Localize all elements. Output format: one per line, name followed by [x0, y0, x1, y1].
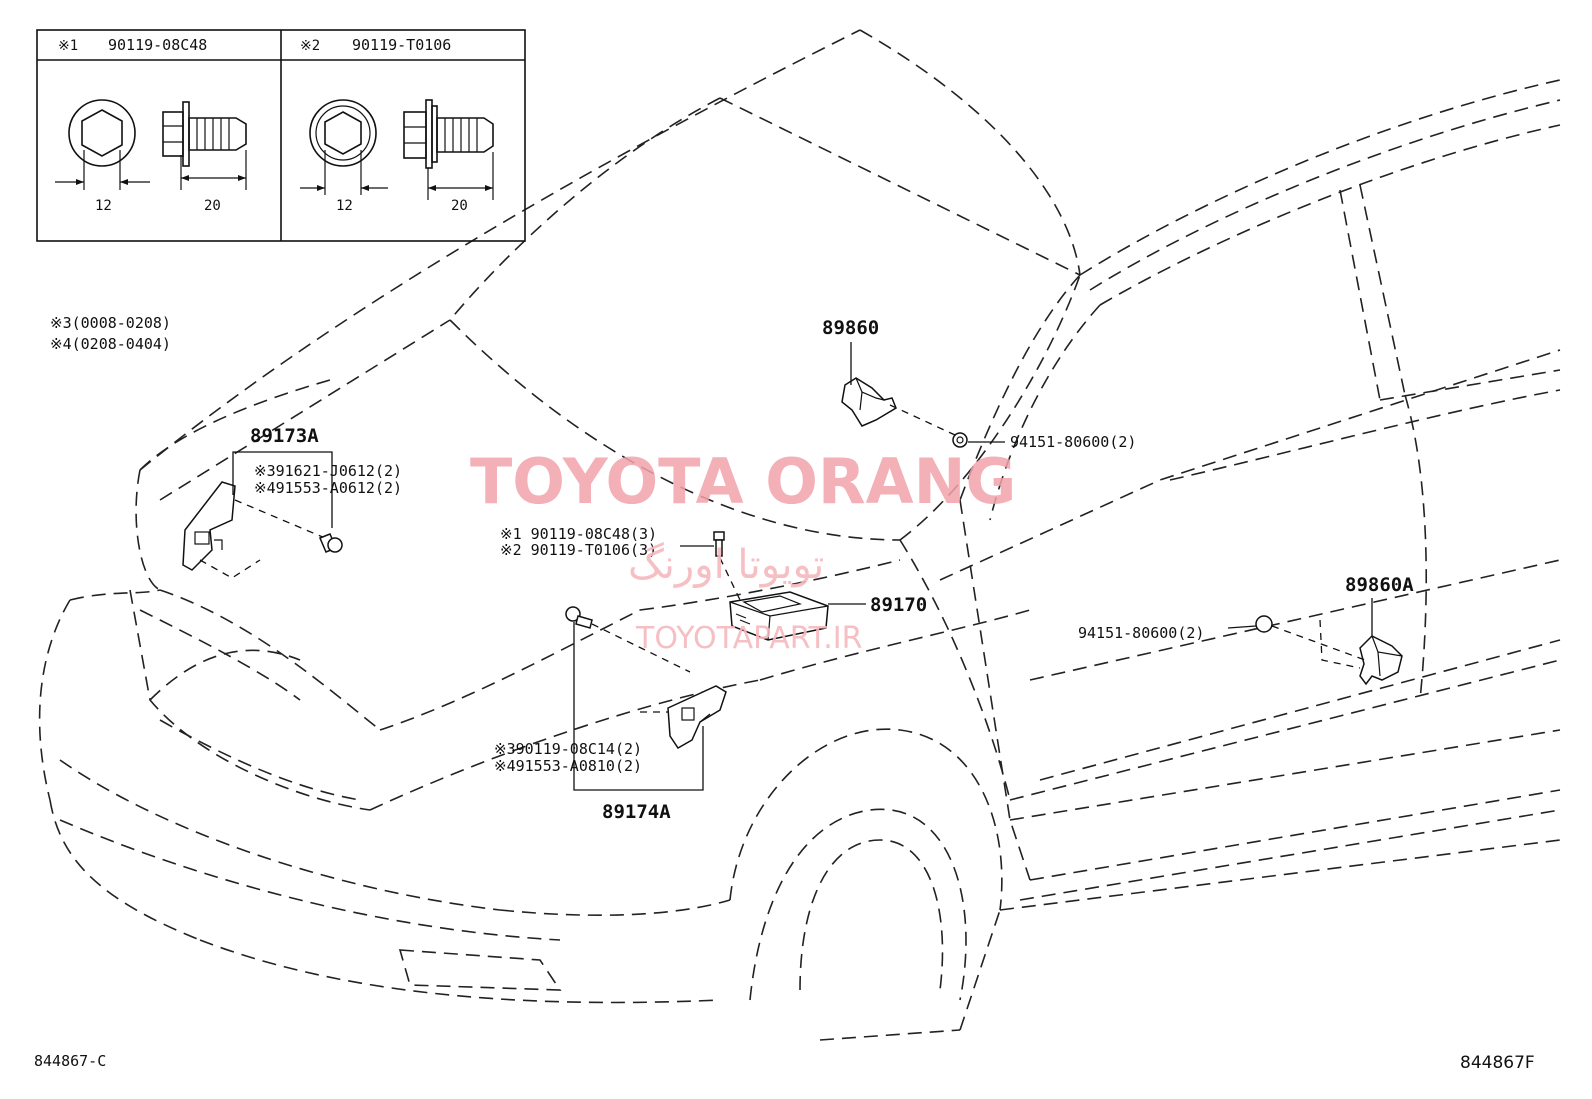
callout-89170: 89170 — [870, 594, 927, 616]
dim-width-2: 12 — [336, 198, 353, 214]
leader-89860a-nut — [1227, 625, 1257, 629]
callout-89860: 89860 — [822, 317, 879, 339]
airbag-ecu-89170 — [729, 591, 829, 641]
footer-right-code: 844867F — [1460, 1053, 1535, 1073]
hex-bolt-head-icon — [55, 99, 150, 190]
callout-89174a-bolt3: ※390119-08C14(2) — [494, 740, 642, 758]
footer-left-code: 844867-C — [34, 1052, 106, 1070]
callout-89860a-nut: 94151-80600(2) — [1078, 624, 1204, 642]
callout-89174a-bolt4: ※491553-A0810(2) — [494, 757, 642, 775]
flange-bolt-side-icon-2 — [403, 99, 494, 200]
sensor-89173a — [182, 481, 326, 579]
leader-89174a — [573, 622, 704, 791]
hex-bolt-head-icon-2 — [300, 99, 388, 195]
table-part-no-2: 90119-T0106 — [352, 36, 451, 54]
note-3: ※3(0008-0208) — [50, 314, 171, 332]
callout-89860-nut: 94151-80600(2) — [1010, 433, 1136, 451]
sensor-89860a — [1359, 635, 1403, 686]
leader-89173a — [232, 451, 333, 528]
watermark-url: TOYOTAPART.IR — [635, 621, 862, 656]
leader-89860a-nut-dash — [1271, 625, 1366, 661]
sensor-89860 — [841, 377, 897, 427]
callout-89173a-bolt3: ※391621-J0612(2) — [254, 462, 402, 480]
callout-89173a-bolt4: ※491553-A0612(2) — [254, 479, 402, 497]
watermark-main: TOYOTA ORANG — [470, 445, 1016, 518]
fastener-table: ※1 90119-08C48 ※2 90119-T0106 12 — [36, 29, 526, 242]
table-part-no-1: 90119-08C48 — [108, 36, 207, 54]
bolt-89174a — [565, 606, 593, 629]
watermark-farsi: تویوتا اورنگ — [628, 542, 824, 588]
dim-length-2: 20 — [451, 198, 468, 214]
callout-89174a: 89174A — [602, 801, 671, 823]
callout-89170-bolt1: ※1 90119-08C48(3) — [500, 525, 657, 543]
sensor-89174a — [667, 685, 727, 749]
car-outline — [38, 29, 1561, 1041]
leader-89860-nut-dash — [889, 404, 956, 436]
table-mark-2: ※2 — [300, 38, 320, 54]
callout-89860a: 89860A — [1345, 574, 1414, 596]
leader-89860a-bracket-dash — [1319, 619, 1361, 669]
note-4: ※4(0208-0404) — [50, 335, 171, 353]
dim-width-1: 12 — [95, 198, 112, 214]
nut-89860a — [1255, 615, 1273, 633]
dim-length-1: 20 — [204, 198, 221, 214]
leader-89174a-bolt-dash — [591, 623, 691, 673]
flange-bolt-side-icon — [162, 101, 247, 190]
table-mark-1: ※1 — [58, 38, 78, 54]
bolt-89173a — [319, 533, 343, 553]
callout-89173a: 89173A — [250, 425, 319, 447]
nut-89860 — [952, 432, 968, 448]
callout-89170-bolt2: ※2 90119-T0106(3) — [500, 541, 657, 559]
bolt-89170 — [713, 531, 725, 557]
